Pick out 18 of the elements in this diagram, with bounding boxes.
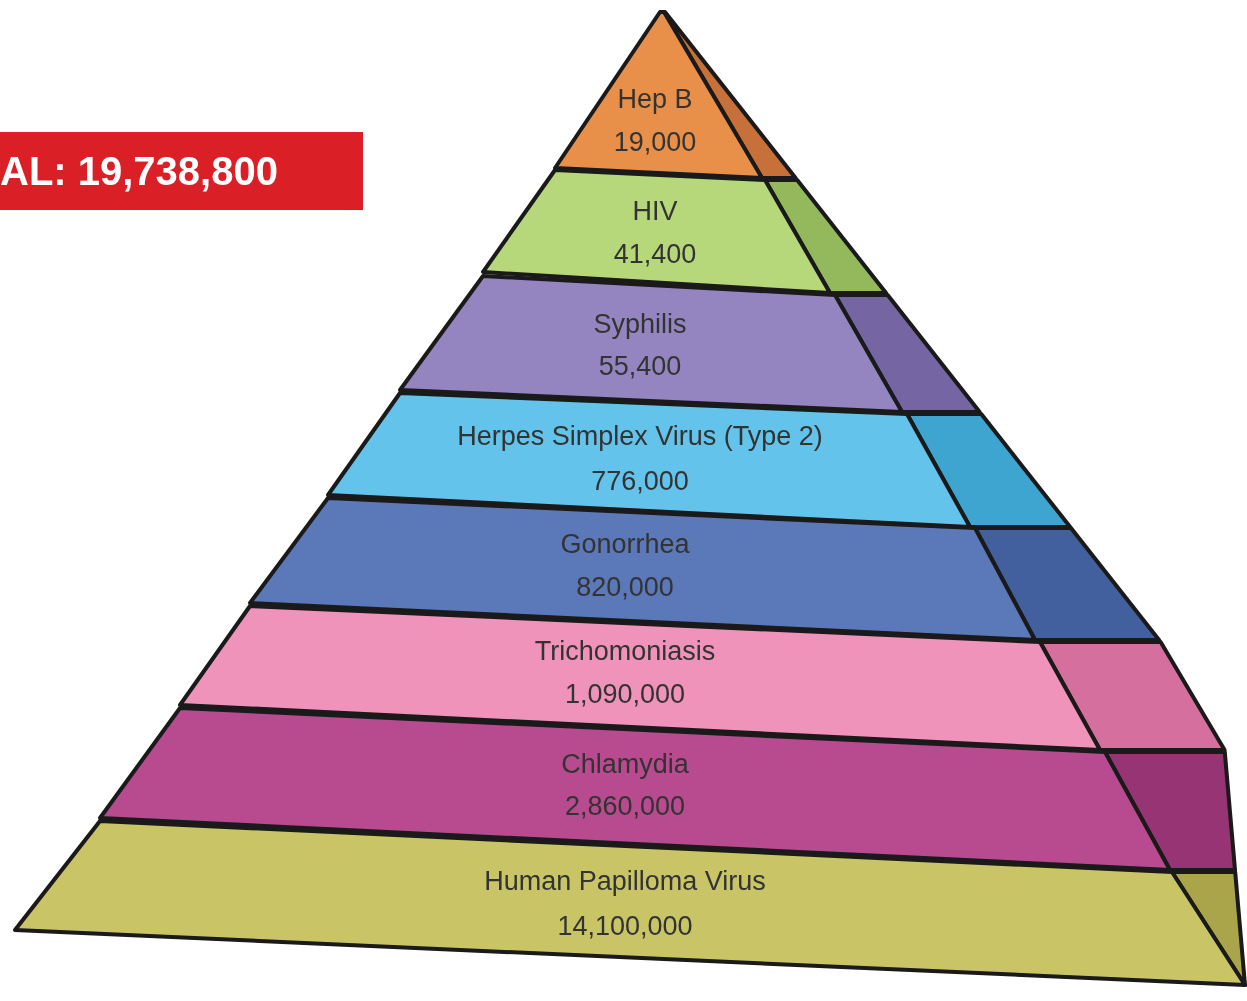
layer-label: Human Papilloma Virus <box>484 867 766 897</box>
layer-label: Trichomoniasis <box>534 637 716 667</box>
case-count: 776,000 <box>591 467 689 497</box>
total-label: AL: 19,738,800 <box>0 148 278 194</box>
layer-label: HIV <box>632 197 678 227</box>
case-count: 820,000 <box>576 573 674 603</box>
layer-label: Herpes Simplex Virus (Type 2) <box>457 422 823 452</box>
case-count: 1,090,000 <box>564 680 686 710</box>
case-count: 19,000 <box>613 128 697 158</box>
case-count: 41,400 <box>613 240 697 270</box>
total-banner <box>0 132 363 210</box>
layer-label: Chlamydia <box>561 750 689 780</box>
case-count: 55,400 <box>598 352 682 382</box>
layer-label: Gonorrhea <box>560 530 690 560</box>
layer-label: Syphilis <box>593 310 687 340</box>
layer-label: Hep B <box>617 85 693 115</box>
case-count: 14,100,000 <box>557 912 693 942</box>
case-count: 2,860,000 <box>564 792 686 822</box>
